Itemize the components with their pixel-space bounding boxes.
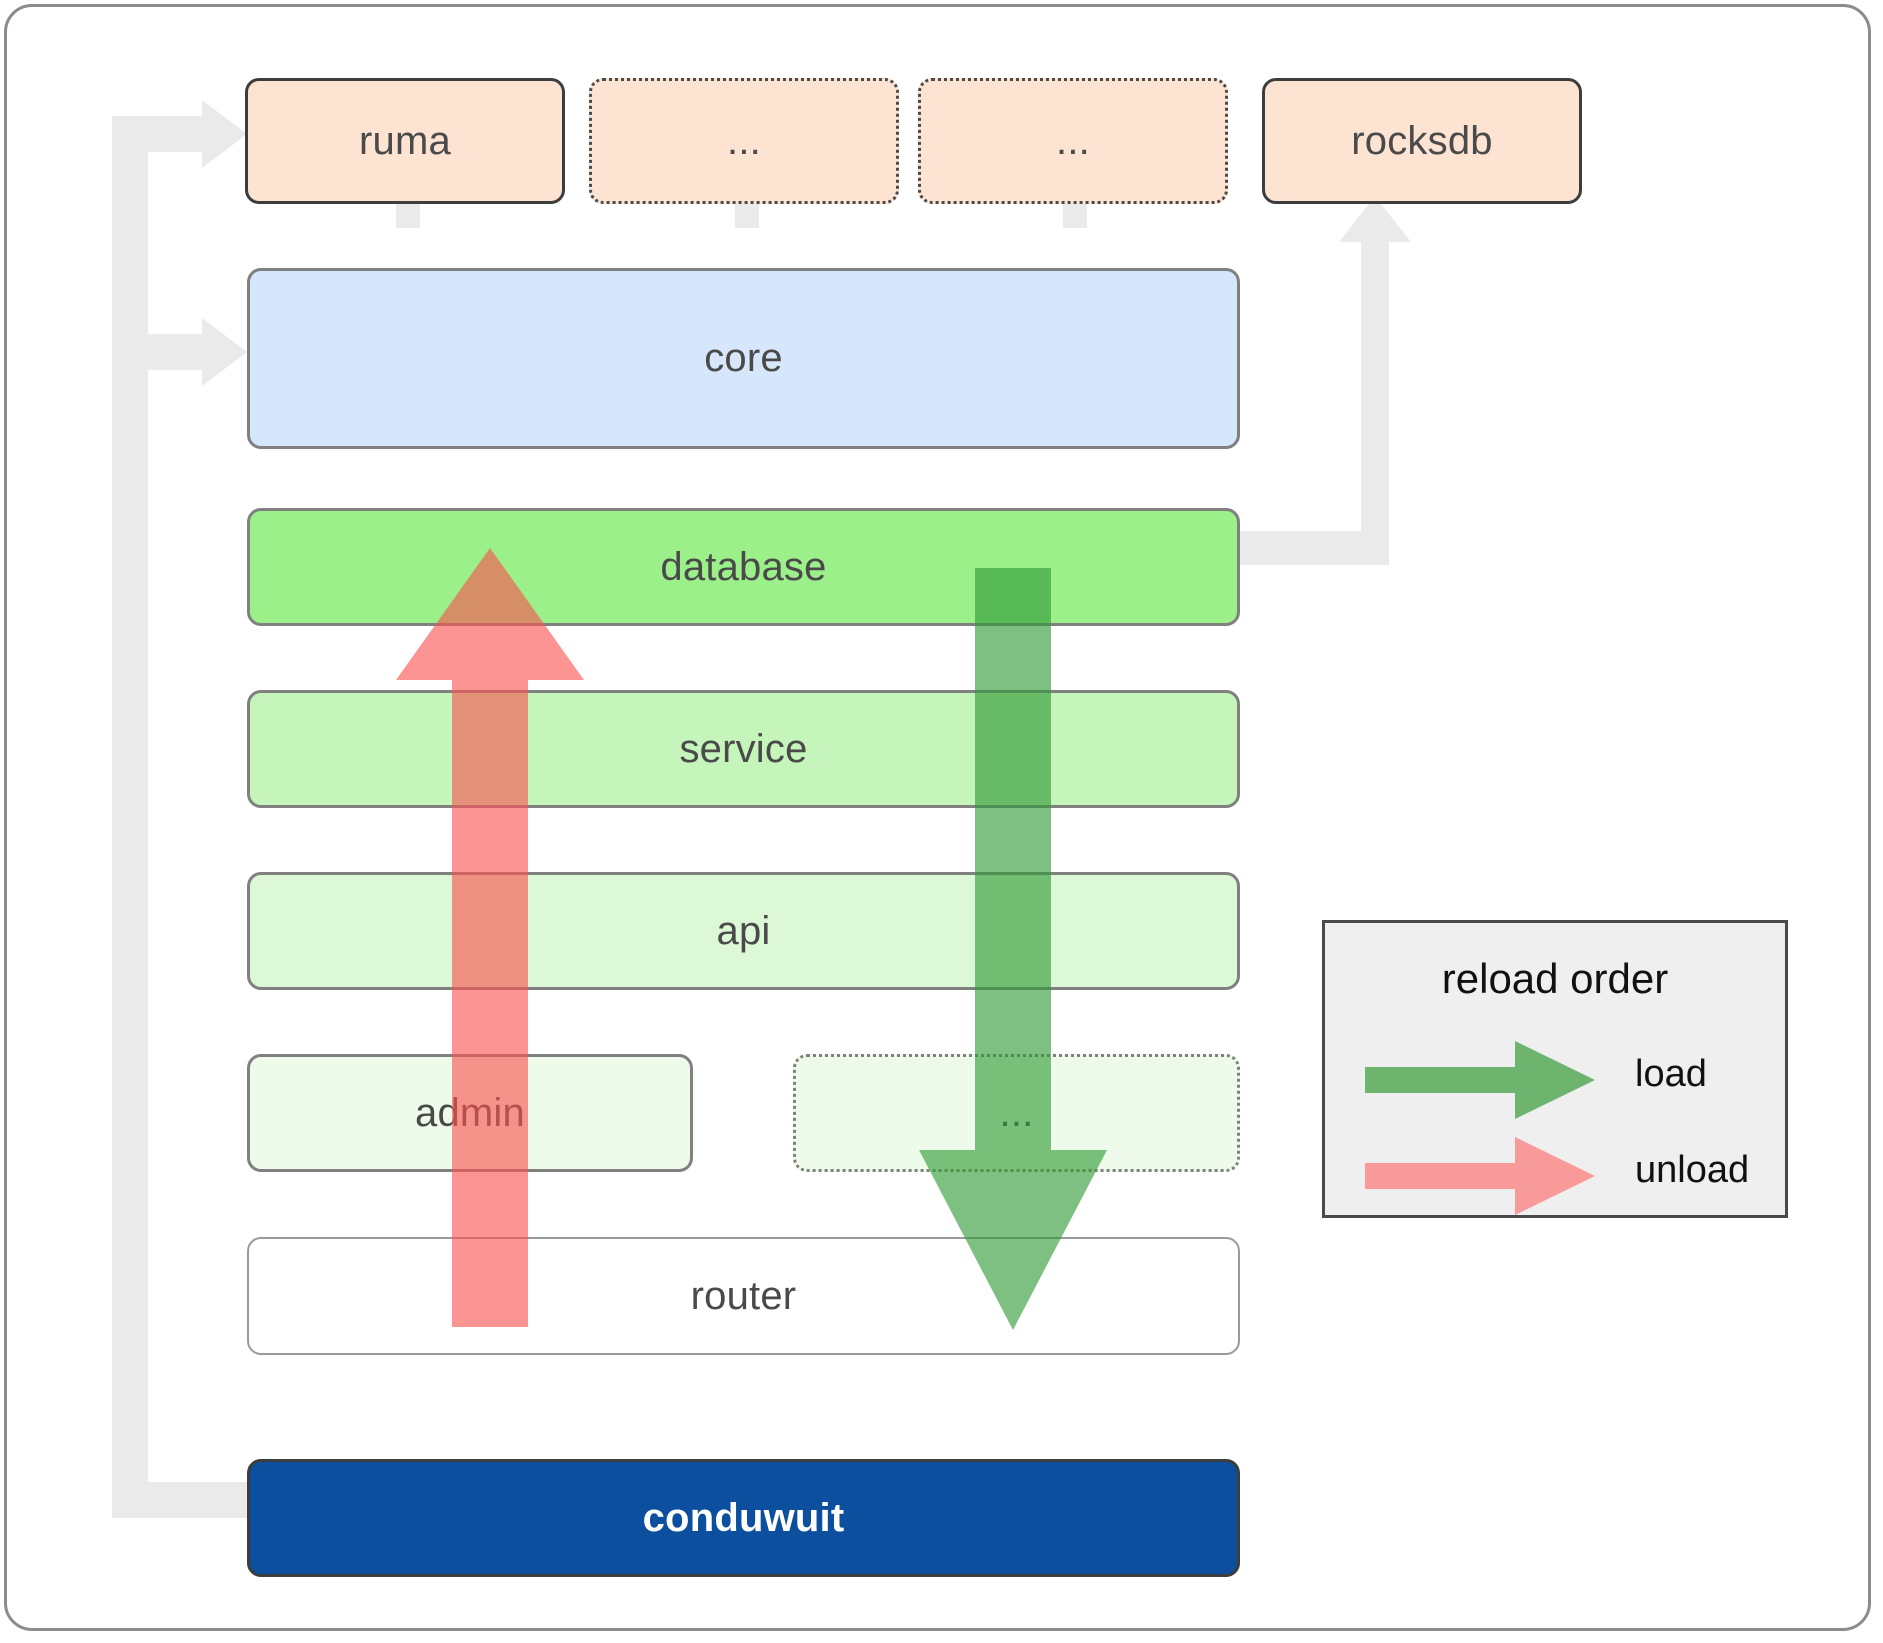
dependency-arrow-database-rocksdb <box>1222 196 1411 565</box>
node-service-label: service <box>679 726 808 771</box>
node-top-placeholder-2[interactable]: ... <box>918 78 1228 204</box>
node-service[interactable]: service <box>247 690 1240 808</box>
node-top-placeholder-1-label: ... <box>727 118 761 163</box>
connector-conduwuit-to-ruma-core <box>112 100 252 1518</box>
legend-title: reload order <box>1441 955 1669 1002</box>
node-core-label: core <box>704 336 783 380</box>
legend-load-label: load <box>1635 1053 1707 1095</box>
legend-unload-label: unload <box>1635 1149 1750 1191</box>
node-top-placeholder-1[interactable]: ... <box>589 78 899 204</box>
legend-unload-arrow-icon <box>1365 1137 1595 1215</box>
node-router[interactable]: router <box>247 1237 1240 1355</box>
node-api[interactable]: api <box>247 872 1240 990</box>
legend-panel: reload order load unload <box>1322 920 1788 1218</box>
node-rocksdb-label: rocksdb <box>1351 118 1493 163</box>
node-core[interactable]: core <box>247 268 1240 449</box>
node-rocksdb[interactable]: rocksdb <box>1262 78 1582 204</box>
node-conduwuit[interactable]: conduwuit <box>247 1459 1240 1577</box>
node-database-label: database <box>660 544 827 589</box>
node-database[interactable]: database <box>247 508 1240 626</box>
legend-row-load: load <box>1325 1041 1785 1119</box>
node-conduwuit-label: conduwuit <box>642 1495 845 1540</box>
node-api-label: api <box>716 908 771 953</box>
node-ruma-label: ruma <box>359 118 451 163</box>
legend-load-arrow-icon <box>1365 1041 1595 1119</box>
unload-arrow <box>396 548 584 1327</box>
node-router-label: router <box>690 1273 797 1318</box>
node-top-placeholder-2-label: ... <box>1056 118 1090 163</box>
load-arrow <box>919 568 1107 1330</box>
legend-row-unload: unload <box>1325 1137 1785 1215</box>
node-ruma[interactable]: ruma <box>245 78 565 204</box>
